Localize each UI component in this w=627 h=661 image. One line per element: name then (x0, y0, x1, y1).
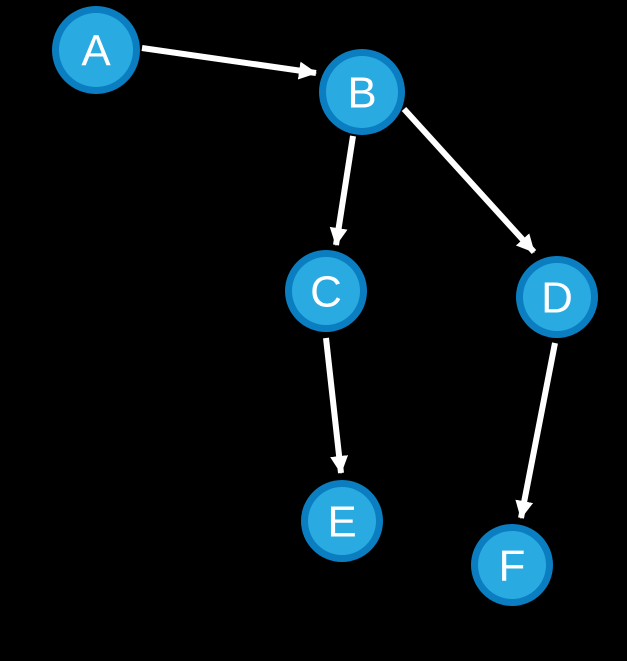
node-fill-A (59, 13, 133, 87)
edge-C-E (323, 337, 349, 474)
graph-node-C[interactable]: C (285, 250, 367, 332)
edge-B-D (401, 106, 537, 255)
graph-node-E[interactable]: E (301, 480, 383, 562)
node-fill-B (326, 56, 398, 128)
edge-B-C (329, 135, 356, 246)
graph-node-A[interactable]: A (52, 6, 140, 94)
node-label-F: F (499, 541, 526, 590)
nodes-layer: A B C D E F (52, 6, 598, 606)
node-label-C: C (310, 267, 342, 316)
node-label-A: A (81, 26, 111, 75)
node-label-D: D (541, 273, 573, 322)
edges-layer (141, 45, 558, 519)
node-fill-E (308, 487, 376, 555)
edge-A-B (141, 45, 317, 80)
graph-node-F[interactable]: F (471, 524, 553, 606)
graph-node-B[interactable]: B (319, 49, 405, 135)
node-fill-D (523, 263, 591, 331)
node-fill-C (292, 257, 360, 325)
node-label-B: B (347, 68, 376, 117)
node-fill-F (478, 531, 546, 599)
node-label-E: E (327, 497, 356, 546)
graph-node-D[interactable]: D (516, 256, 598, 338)
edge-D-F (515, 342, 558, 519)
